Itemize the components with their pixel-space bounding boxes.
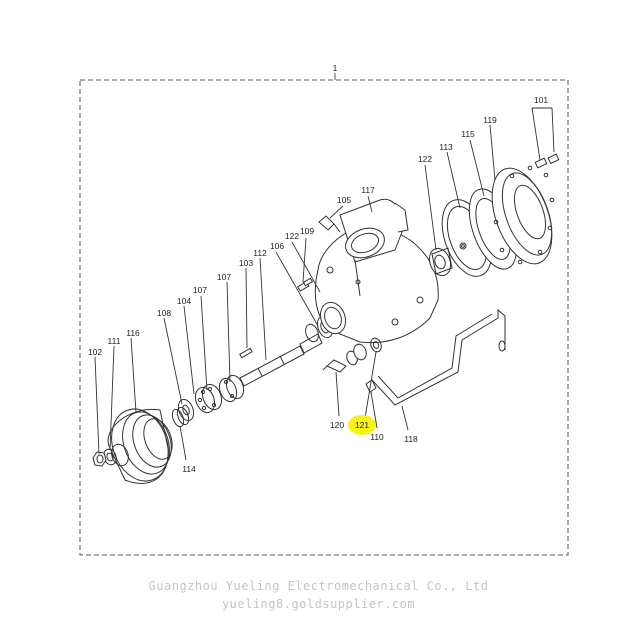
grease-fitting-109 [296, 277, 314, 292]
fitting-105 [318, 215, 341, 233]
callout-104: 104 [177, 296, 191, 306]
watermark-company: Guangzhou Yueling Electromechanical Co.,… [148, 579, 489, 593]
bearing-108 [177, 398, 195, 422]
callout-122-upper: 122 [418, 154, 432, 164]
clip-110 [365, 379, 377, 393]
callout-112: 112 [253, 248, 267, 258]
callout-119: 119 [483, 115, 497, 125]
assembly-frame [79, 79, 569, 556]
bolts-101 [534, 153, 560, 169]
callout-102: 102 [88, 347, 102, 357]
cover-119 [491, 165, 555, 265]
callout-110: 110 [370, 432, 384, 442]
callout-105: 105 [337, 195, 351, 205]
impeller-122 [428, 247, 453, 277]
washer-121 [370, 337, 382, 353]
watermark-site: yueling8.goldsupplier.com [221, 597, 416, 611]
callout-111: 111 [108, 336, 121, 346]
pipe-118 [371, 308, 506, 406]
callout-117: 117 [361, 185, 375, 195]
callout-114: 114 [182, 464, 196, 474]
callout-106: 106 [270, 241, 284, 251]
callout-118: 118 [404, 434, 418, 444]
callout-113: 113 [439, 142, 453, 152]
callout-121: 121 [355, 420, 369, 430]
callout-labels: 101 119 115 113 122 117 105 109 122 106 … [88, 95, 548, 474]
callout-103: 103 [239, 258, 253, 268]
nut-102 [92, 451, 107, 467]
shaft-112 [239, 333, 323, 387]
callout-108: 108 [157, 308, 171, 318]
callout-101: 101 [534, 95, 548, 105]
pump-housing-117 [314, 198, 439, 344]
callout-122-lower: 122 [285, 231, 299, 241]
highlight-121 [348, 415, 376, 435]
leader-lines [94, 107, 555, 461]
key-103 [239, 347, 253, 359]
callout-115: 115 [461, 129, 475, 139]
fitting-120 [322, 343, 367, 373]
callout-116: 116 [126, 328, 140, 338]
assembly-number: 1 [333, 63, 338, 73]
callout-120: 120 [330, 420, 344, 430]
callout-107-left: 107 [193, 285, 207, 295]
pulley-116 [107, 408, 173, 484]
callout-107-right: 107 [217, 272, 231, 282]
callout-109: 109 [300, 226, 314, 236]
bearing-104-107 [194, 374, 245, 414]
spacer-114 [171, 406, 190, 428]
